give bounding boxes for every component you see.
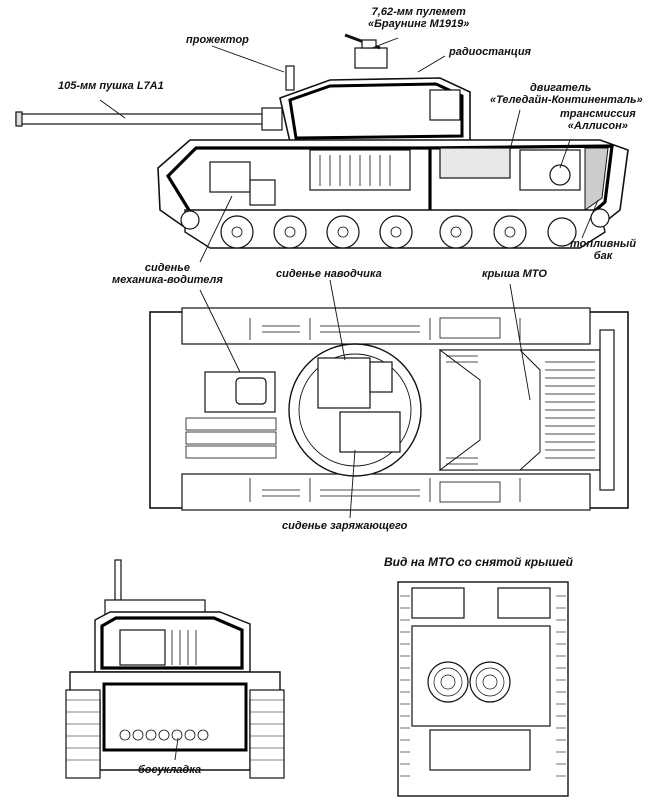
label-engine: двигатель «Теледайн-Континенталь» bbox=[490, 82, 643, 106]
label-gunner-seat: сиденье наводчика bbox=[276, 268, 382, 280]
rear-view-drawing bbox=[65, 559, 285, 779]
engine-bay-drawing bbox=[397, 581, 569, 797]
label-engine-line1: двигатель bbox=[530, 82, 592, 94]
label-transmission: трансмиссия «Аллисон» bbox=[560, 108, 636, 132]
label-driver-seat: сиденье механика-водителя bbox=[112, 262, 223, 286]
engine-view-title: Вид на МТО со снятой крышей bbox=[384, 555, 574, 569]
label-driver-seat-line1: сиденье bbox=[144, 262, 190, 274]
label-loader-seat: сиденье заряжающего bbox=[282, 520, 408, 532]
label-engine-line2: «Теледайн-Континенталь» bbox=[490, 94, 643, 106]
top-view-drawing bbox=[149, 307, 629, 511]
label-transmission-line2: «Аллисон» bbox=[567, 120, 628, 132]
label-machine-gun: 7,62-мм пулемет «Браунинг М1919» bbox=[368, 6, 469, 30]
label-gun: 105-мм пушка L7A1 bbox=[58, 80, 164, 92]
label-fuel-tank-line2: бак bbox=[593, 250, 613, 262]
label-searchlight: прожектор bbox=[186, 34, 249, 46]
top-leaders bbox=[199, 279, 531, 519]
label-machine-gun-line2: «Браунинг М1919» bbox=[368, 18, 470, 30]
label-driver-seat-line2: механика-водителя bbox=[112, 274, 223, 286]
label-ammo-stowage: боеукладка bbox=[138, 764, 202, 776]
label-radio: радиостанция bbox=[449, 46, 532, 58]
label-fuel-tank-line1: топливный bbox=[570, 238, 637, 250]
side-leaders bbox=[99, 37, 599, 263]
side-view-drawing bbox=[15, 33, 629, 249]
label-fuel-tank: топливный бак bbox=[570, 238, 636, 262]
label-engine-deck: крыша МТО bbox=[482, 268, 547, 280]
label-machine-gun-line1: 7,62-мм пулемет bbox=[371, 6, 466, 18]
label-transmission-line1: трансмиссия bbox=[560, 108, 636, 120]
